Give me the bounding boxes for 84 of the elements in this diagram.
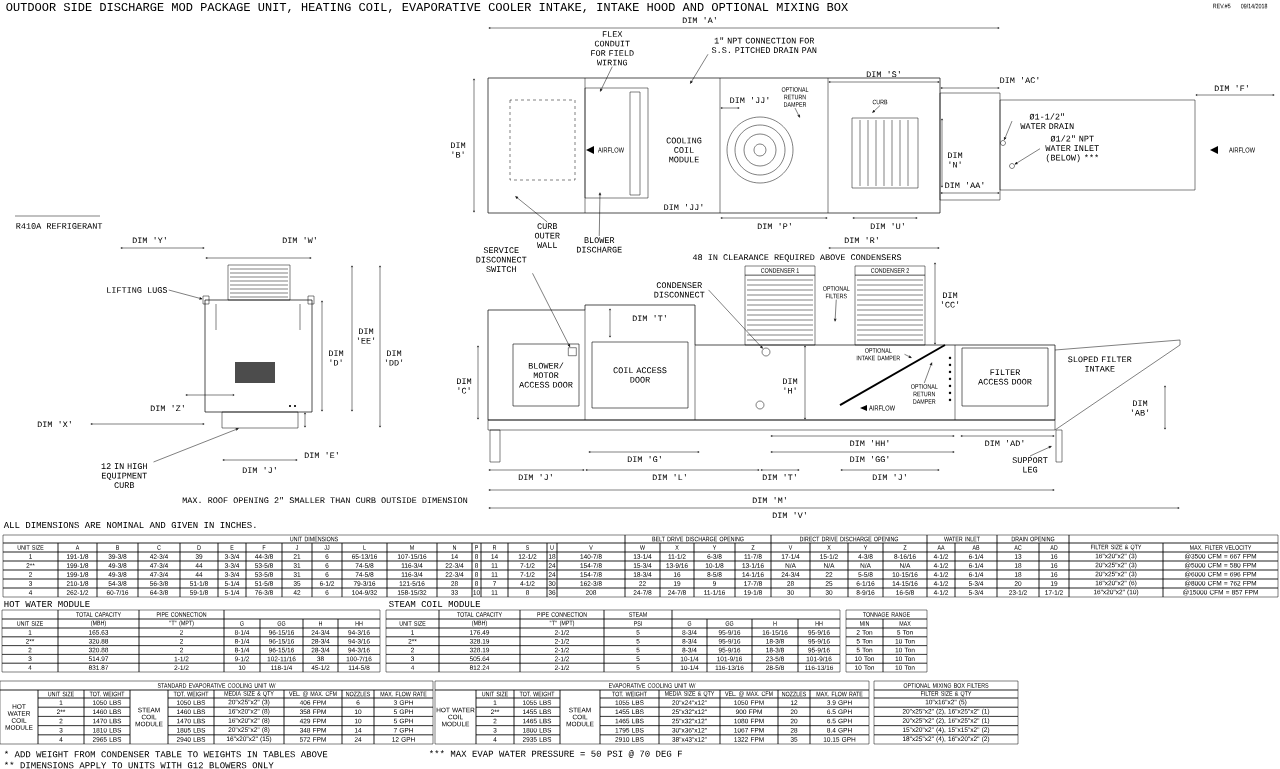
leader-line <box>600 66 613 92</box>
access-door: COIL ACCESS DOOR <box>591 341 689 409</box>
dimension-label: DIM 'G' <box>627 455 661 463</box>
footnote: ** DIMENSIONS APPLY TO UNITS WITH G12 BLOWERS ONLY <box>4 761 274 769</box>
dimension-label: DIM 'H' <box>783 378 798 394</box>
dimension-label: DIM 'C' <box>457 378 472 394</box>
dimension-label: DIM 'N' <box>948 152 963 168</box>
dimension-label: DIM 'EE' <box>357 328 375 344</box>
leader-line <box>153 428 239 463</box>
callout-text: Ø1/2" NPT WATER INLET (BELOW) *** <box>1045 135 1099 163</box>
dimension-label: DIM 'AB' <box>1131 400 1149 416</box>
curb-outline <box>221 411 299 429</box>
module-label: COOLING COIL MODULE <box>666 137 702 163</box>
dimension-label: DIM 'S' <box>866 70 900 78</box>
dimension-label: DIM 'HH' <box>850 439 889 447</box>
footnote: *** MAX EVAP WATER PRESSURE = 50 PSI @ 70 DEG F <box>429 750 682 758</box>
dimension-label: DIM 'X' <box>37 420 71 428</box>
callout-text: Ø1-1/2" WATER DRAIN <box>1020 113 1074 129</box>
dimension-label: DIM 'Y' <box>132 236 166 244</box>
dimension-label: DIM 'D' <box>329 350 344 366</box>
callout-text: LIFTING LUGS <box>107 287 168 293</box>
water-inlet-symbol <box>1009 163 1015 169</box>
dimension-label: DIM 'AC' <box>1000 76 1039 84</box>
access-door: FILTER ACCESS DOOR <box>961 347 1049 407</box>
note-text: MAX. ROOF OPENING 2" SMALLER THAN CURB OUTSIDE DIMENSION <box>182 496 468 504</box>
footnote: * ADD WEIGHT FROM CONDENSER TABLE TO WEIGHTS IN TABLES ABOVE <box>4 750 328 758</box>
note-text: ALL DIMENSIONS ARE NOMINAL AND GIVEN IN INCHES. <box>3 521 256 529</box>
leader-line <box>515 196 548 223</box>
leader-line <box>872 105 881 113</box>
leader-line <box>690 54 709 84</box>
leader-line <box>1029 446 1052 457</box>
lifting-lug <box>202 295 210 305</box>
dimension-label: DIM 'Z' <box>150 404 184 412</box>
leader-line <box>834 299 837 322</box>
dimension-label: DIM 'E' <box>304 451 338 459</box>
disconnect-symbol <box>761 347 771 357</box>
callout-text: SERVICE DISCONNECT SWITCH <box>476 247 527 272</box>
leader-line <box>708 289 763 349</box>
dimension-label: DIM 'J' <box>872 473 906 481</box>
dimension-label: DIM 'B' <box>451 142 466 158</box>
dimension-label: DIM 'DD' <box>385 350 403 366</box>
callout-text: 12 IN HIGH EQUIPMENT CURB <box>101 463 147 488</box>
dimension-label: DIM 'J' <box>242 466 276 474</box>
access-door: BLOWER/ MOTOR ACCESS DOOR <box>512 343 580 407</box>
leader-line <box>168 289 203 300</box>
dimension-label: DIM 'F' <box>1214 84 1248 92</box>
dimension-label: DIM 'M' <box>752 496 786 504</box>
dimension-label: DIM 'GG' <box>850 455 889 463</box>
dimension-label: DIM 'T' <box>632 314 666 322</box>
title: OUTDOOR SIDE DISCHARGE MOD PACKAGE UNIT, HEATING COIL, EVAPORATIVE COOLER INTAKE, INTAKE HOOD AND OPTIONAL MIXING BOX <box>6 2 848 14</box>
note-text: R410A REFRIGERANT <box>16 223 103 229</box>
note-text: 48 IN CLEARANCE REQUIRED ABOVE CONDENSERS <box>692 254 902 262</box>
leader-line <box>794 107 800 118</box>
leader-line <box>598 192 602 237</box>
dimension-label: DIM 'AD' <box>985 439 1024 447</box>
callout-text: CURB OUTER WALL <box>534 223 560 248</box>
dimension-label: DIM 'W' <box>282 236 316 244</box>
table-title: HOT WATER MODULE <box>4 600 90 608</box>
dimension-label: DIM 'JJ' <box>664 203 703 211</box>
dimension-label: DIM 'L' <box>652 473 686 481</box>
dimension-label: DIM 'R' <box>844 236 878 244</box>
leader-line <box>924 362 933 384</box>
leader-line <box>904 354 912 358</box>
dimension-label: DIM 'J' <box>518 473 552 481</box>
callout-text: 1" NPT CONNECTION FOR S.S. PITCHED DRAIN PAN <box>711 37 817 53</box>
leader-line <box>1004 120 1013 141</box>
leader-line <box>1014 148 1041 165</box>
dimension-label: DIM 'AA' <box>945 181 984 189</box>
drain-symbol <box>1000 140 1006 146</box>
disconnect-switch-symbol <box>568 347 577 356</box>
component-label: SLOPED FILTER INTAKE <box>1068 356 1132 372</box>
table-title: STEAM COIL MODULE <box>389 600 481 608</box>
dimension-label: DIM 'JJ' <box>730 96 769 104</box>
dimension-label: DIM 'CC' <box>941 292 959 308</box>
dimension-label: DIM 'V' <box>772 511 806 519</box>
callout-text: CONDENSER DISCONNECT <box>654 282 705 298</box>
callout-text: SUPPORT LEG <box>1012 457 1048 473</box>
dimension-label: DIM 'P' <box>757 222 791 230</box>
leader-line <box>532 273 571 348</box>
dimension-label: DIM 'U' <box>870 222 904 230</box>
callout-text: BLOWER DISCHARGE <box>577 237 622 253</box>
callout-text: FLEX CONDUIT FOR FIELD WIRING <box>591 31 634 66</box>
dimension-label: DIM 'T' <box>762 473 796 481</box>
dimension-label: DIM 'A' <box>682 16 716 24</box>
